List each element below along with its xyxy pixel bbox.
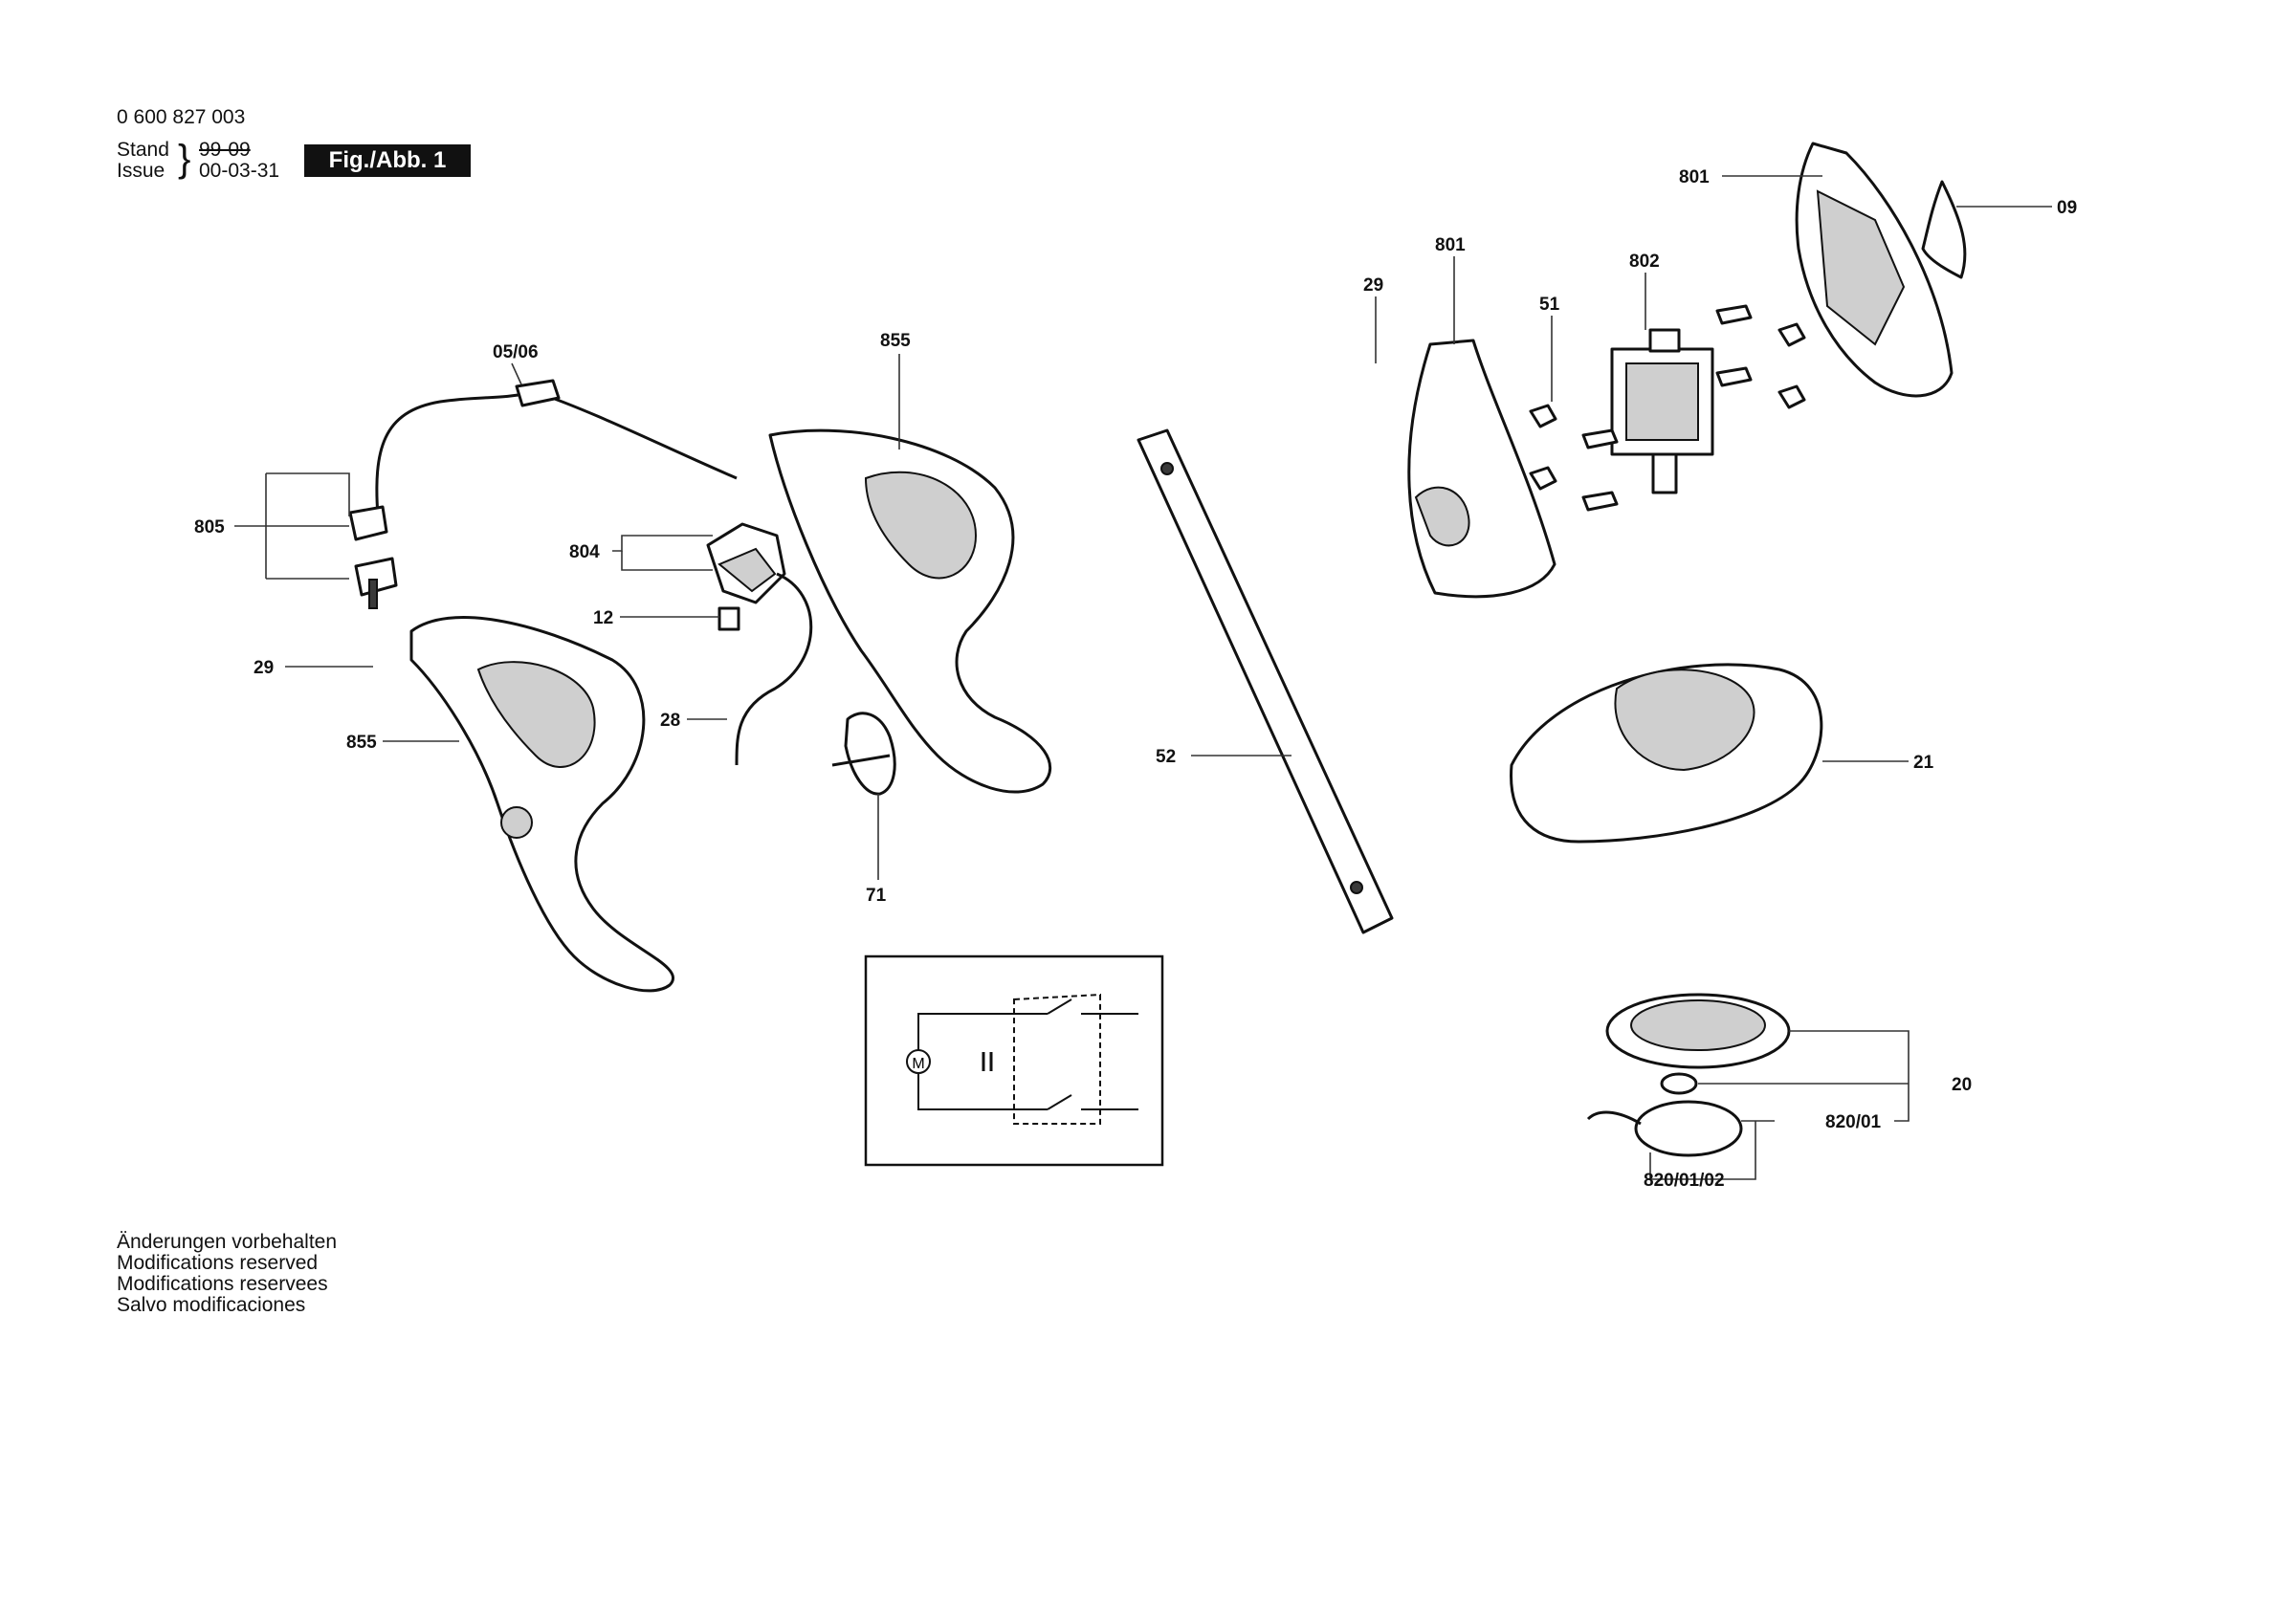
switch-wire bbox=[735, 572, 813, 766]
stand-value: 99-09 bbox=[199, 139, 251, 161]
trigger-lever bbox=[831, 712, 896, 796]
label-housing-half-front: 801 bbox=[1435, 235, 1466, 255]
wiring-schematic: M bbox=[864, 954, 1164, 1167]
label-screw-left: 29 bbox=[254, 658, 274, 678]
label-spool-cap: 20 bbox=[1952, 1075, 1972, 1095]
switch-button-part bbox=[718, 606, 740, 631]
plug-pin bbox=[368, 579, 378, 609]
label-cord-set: 805 bbox=[194, 517, 225, 537]
note-de: Änderungen vorbehalten bbox=[117, 1231, 338, 1253]
label-cord-plug: 05/06 bbox=[493, 342, 539, 362]
stand-label: Stand bbox=[117, 139, 169, 161]
label-switch-part: 12 bbox=[593, 608, 613, 628]
note-fr: Modifications reservees bbox=[117, 1273, 328, 1295]
spool-assembly bbox=[1586, 993, 1791, 1157]
handle-half-left bbox=[409, 616, 674, 993]
label-screw-right: 29 bbox=[1363, 275, 1383, 296]
note-es: Salvo modificaciones bbox=[117, 1294, 306, 1316]
note-en: Modifications reserved bbox=[117, 1252, 319, 1274]
dampers bbox=[1529, 304, 1806, 512]
motor-housing-half-back bbox=[1795, 142, 1954, 398]
cord-strain-relief bbox=[515, 379, 561, 407]
switch-assembly bbox=[706, 522, 813, 766]
label-guard: 21 bbox=[1913, 753, 1934, 773]
shaft-tube bbox=[1137, 428, 1394, 934]
motor bbox=[1610, 328, 1714, 494]
callout-labels: 05/06 805 29 855 804 12 28 855 71 52 29 … bbox=[194, 167, 2077, 1191]
label-spool: 820/01 bbox=[1825, 1112, 1882, 1132]
label-lever: 71 bbox=[866, 886, 887, 906]
brace-symbol: } bbox=[178, 138, 191, 180]
label-damper: 51 bbox=[1539, 295, 1560, 315]
label-motor: 802 bbox=[1629, 252, 1660, 272]
label-spool-line: 820/01/02 bbox=[1644, 1171, 1725, 1191]
handle-half-right bbox=[768, 428, 1052, 794]
label-cover: 09 bbox=[2057, 198, 2077, 218]
label-shaft: 52 bbox=[1156, 747, 1176, 767]
motor-symbol bbox=[906, 1049, 931, 1074]
issue-value: 00-03-31 bbox=[199, 160, 280, 182]
label-switch: 804 bbox=[569, 542, 600, 562]
label-wire: 28 bbox=[660, 711, 680, 731]
plug-housing bbox=[348, 505, 388, 541]
issue-label: Issue bbox=[117, 160, 166, 182]
label-handle-half-right: 855 bbox=[880, 331, 911, 351]
coupler-housing bbox=[354, 557, 398, 597]
motor-symbol-label: M bbox=[912, 1056, 924, 1072]
cover-cap bbox=[1921, 180, 1967, 279]
leader-lines bbox=[234, 175, 2052, 1180]
label-housing-half-back: 801 bbox=[1679, 167, 1710, 187]
power-cord-assembly bbox=[348, 379, 738, 609]
figure-badge: Fig./Abb. 1 bbox=[304, 144, 471, 177]
part-number: 0 600 827 003 bbox=[117, 106, 246, 128]
motor-housing-half-front bbox=[1407, 339, 1556, 599]
label-handle-half-left: 855 bbox=[346, 733, 377, 753]
modifications-notice: Änderungen vorbehalten Modifications res… bbox=[117, 1232, 337, 1316]
guard-shield bbox=[1510, 663, 1823, 844]
